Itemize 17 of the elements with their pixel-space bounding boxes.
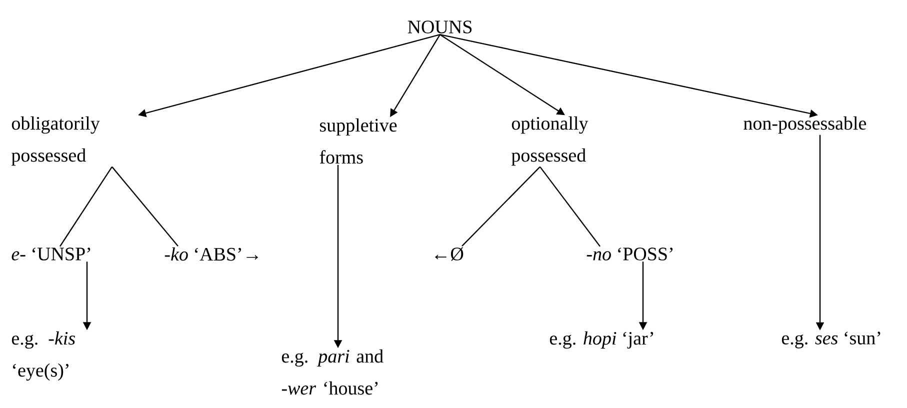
- branch-line: [112, 166, 178, 246]
- branch-line: [462, 166, 540, 247]
- branch-line: [540, 166, 600, 247]
- example-label: e.g. pari and -wer ‘house’: [282, 349, 384, 395]
- morpheme-label: ←Ø: [435, 247, 464, 261]
- morpheme-label: -ko ‘ABS’→: [164, 247, 258, 261]
- category-label: optionally possessed: [512, 116, 588, 166]
- morpheme-label: e- ‘UNSP’: [12, 248, 90, 260]
- example-label: e.g. -kis ‘eye(s)’: [12, 331, 75, 381]
- category-label: suppletive forms: [320, 118, 397, 164]
- morpheme-label: -no ‘POSS’: [586, 248, 673, 260]
- example-label: e.g. hopi ‘jar’: [550, 331, 654, 349]
- example-label: e.g. ses ‘sun’: [782, 332, 880, 348]
- category-label: obligatorily possessed: [12, 116, 100, 166]
- root-label: NOUNS: [408, 20, 472, 34]
- category-label: non-possessable: [744, 116, 866, 134]
- branch-line: [60, 166, 112, 247]
